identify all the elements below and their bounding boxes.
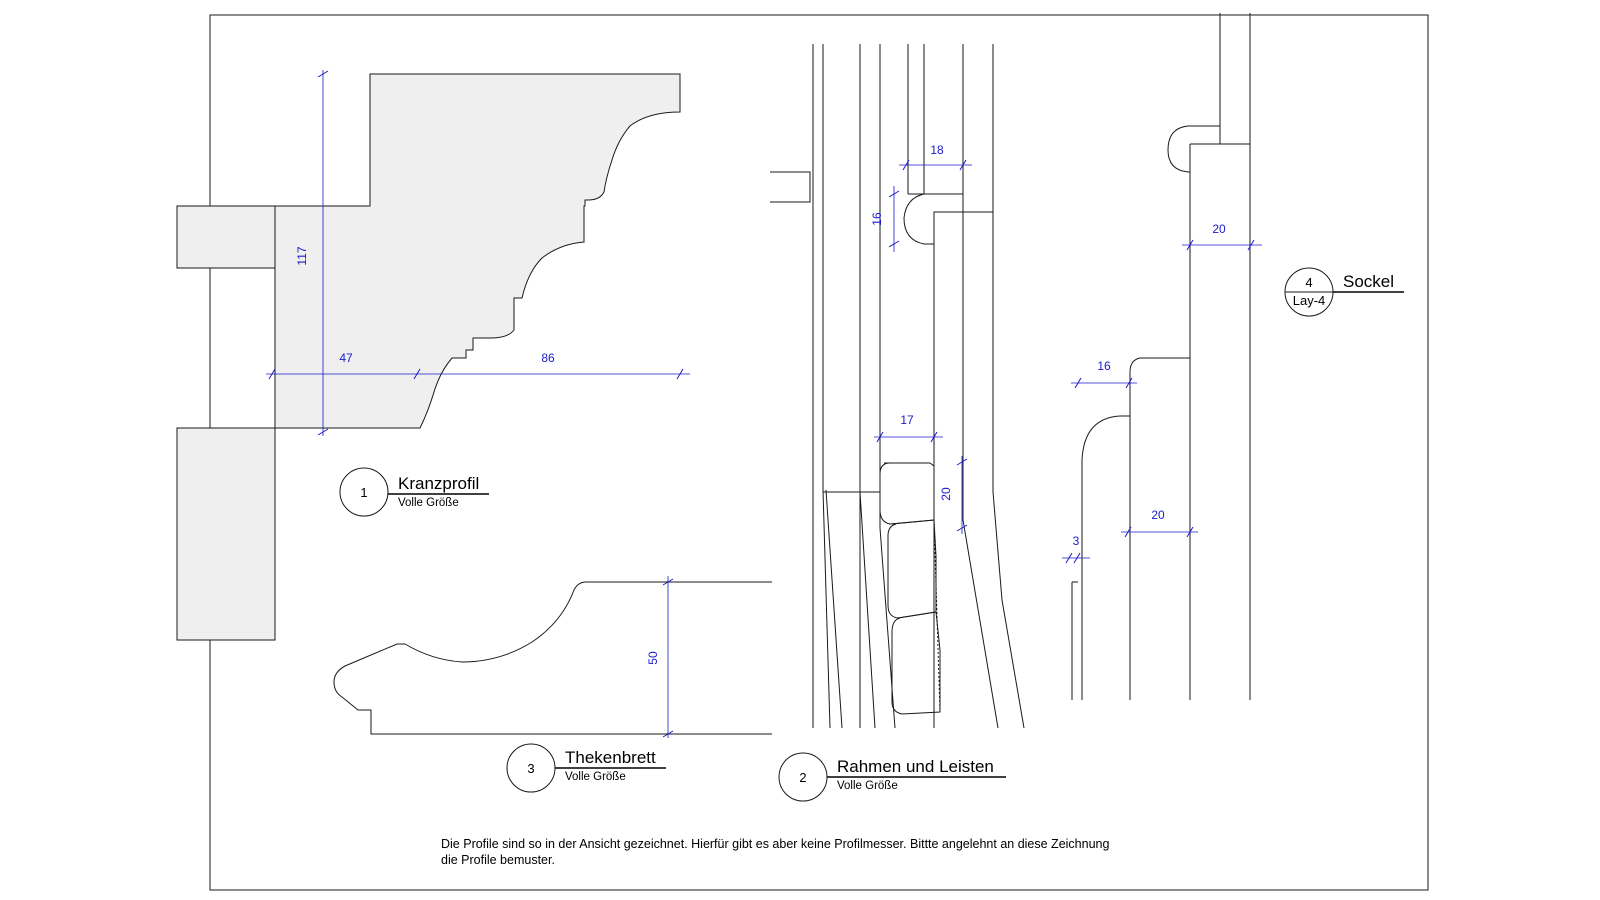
dim-3: 3 (1073, 534, 1080, 548)
kranzprofil-profile (274, 73, 681, 429)
dim-16b: 16 (1097, 359, 1111, 373)
callout-1-subtitle: Volle Größe (398, 497, 459, 509)
wall-block-upper (176, 205, 276, 269)
callout-4-number: 4 (1305, 275, 1312, 290)
callout-3-title: Thekenbrett (565, 748, 656, 767)
callout-1-title: Kranzprofil (398, 474, 479, 493)
callout-4-sheet: Lay-4 (1293, 293, 1326, 308)
callout-4-title: Sockel (1343, 272, 1394, 291)
callout-2-subtitle: Volle Größe (837, 780, 898, 792)
thekenbrett-profile (333, 581, 772, 735)
sockel-drawing: 20 16 20 3 (1062, 13, 1262, 700)
dim-20b: 20 (1212, 222, 1226, 236)
note-line-1: Die Profile sind so in der Ansicht gezei… (441, 837, 1110, 851)
callout-thekenbrett: 3 Thekenbrett Volle Größe (506, 743, 666, 793)
general-note: Die Profile sind so in der Ansicht gezei… (441, 836, 1161, 868)
note-line-2: die Profile bemuster. (441, 853, 555, 867)
callout-sockel: 4 Lay-4 Sockel (1284, 267, 1404, 317)
callout-1-number: 1 (360, 485, 367, 500)
dim-17: 17 (900, 413, 914, 427)
dim-20c: 20 (1151, 508, 1165, 522)
dim-16a: 16 (870, 212, 884, 226)
callout-3-subtitle: Volle Größe (565, 771, 626, 783)
dim-18: 18 (930, 143, 944, 157)
dim-117: 117 (295, 246, 309, 265)
callout-2-number: 2 (799, 770, 806, 785)
dim-20a: 20 (939, 487, 953, 501)
dim-50: 50 (646, 651, 660, 665)
callout-kranzprofil: 1 Kranzprofil Volle Größe (339, 467, 489, 517)
kranzprofil-drawing: 117 47 86 (176, 15, 690, 641)
callout-rahmen-leisten: 2 Rahmen und Leisten Volle Größe (778, 752, 1006, 802)
dim-86: 86 (541, 351, 555, 365)
thekenbrett-drawing: 50 (333, 576, 772, 738)
callout-2-title: Rahmen und Leisten (837, 757, 994, 776)
callout-3-number: 3 (527, 761, 534, 776)
wall-block-lower (176, 427, 276, 641)
rahmen-leisten-drawing: 18 16 17 20 (770, 44, 1025, 729)
dim-47: 47 (339, 351, 353, 365)
